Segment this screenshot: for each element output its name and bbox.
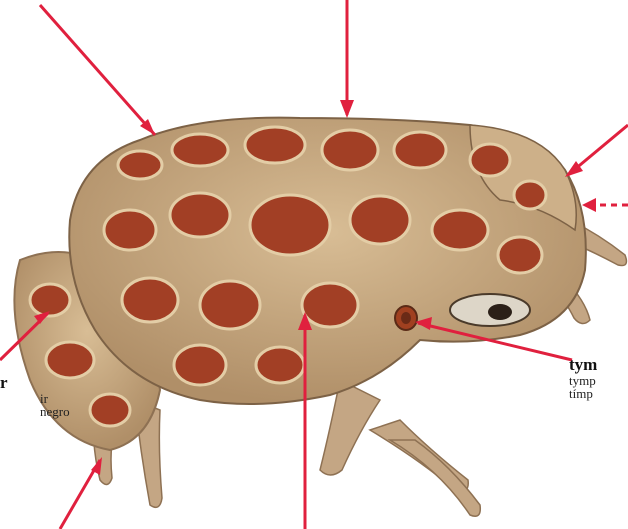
arrow-back xyxy=(40,5,155,135)
label-left-sub2: negro xyxy=(0,405,95,418)
label-right: tym tymp tímp xyxy=(569,356,628,400)
toad-eye xyxy=(450,294,530,326)
label-right-sub2: tímp xyxy=(569,387,628,400)
label-left-main: r xyxy=(0,374,95,392)
label-right-main: tym xyxy=(569,356,628,374)
tympanum xyxy=(395,306,417,330)
label-left: r ir negro xyxy=(0,374,95,418)
